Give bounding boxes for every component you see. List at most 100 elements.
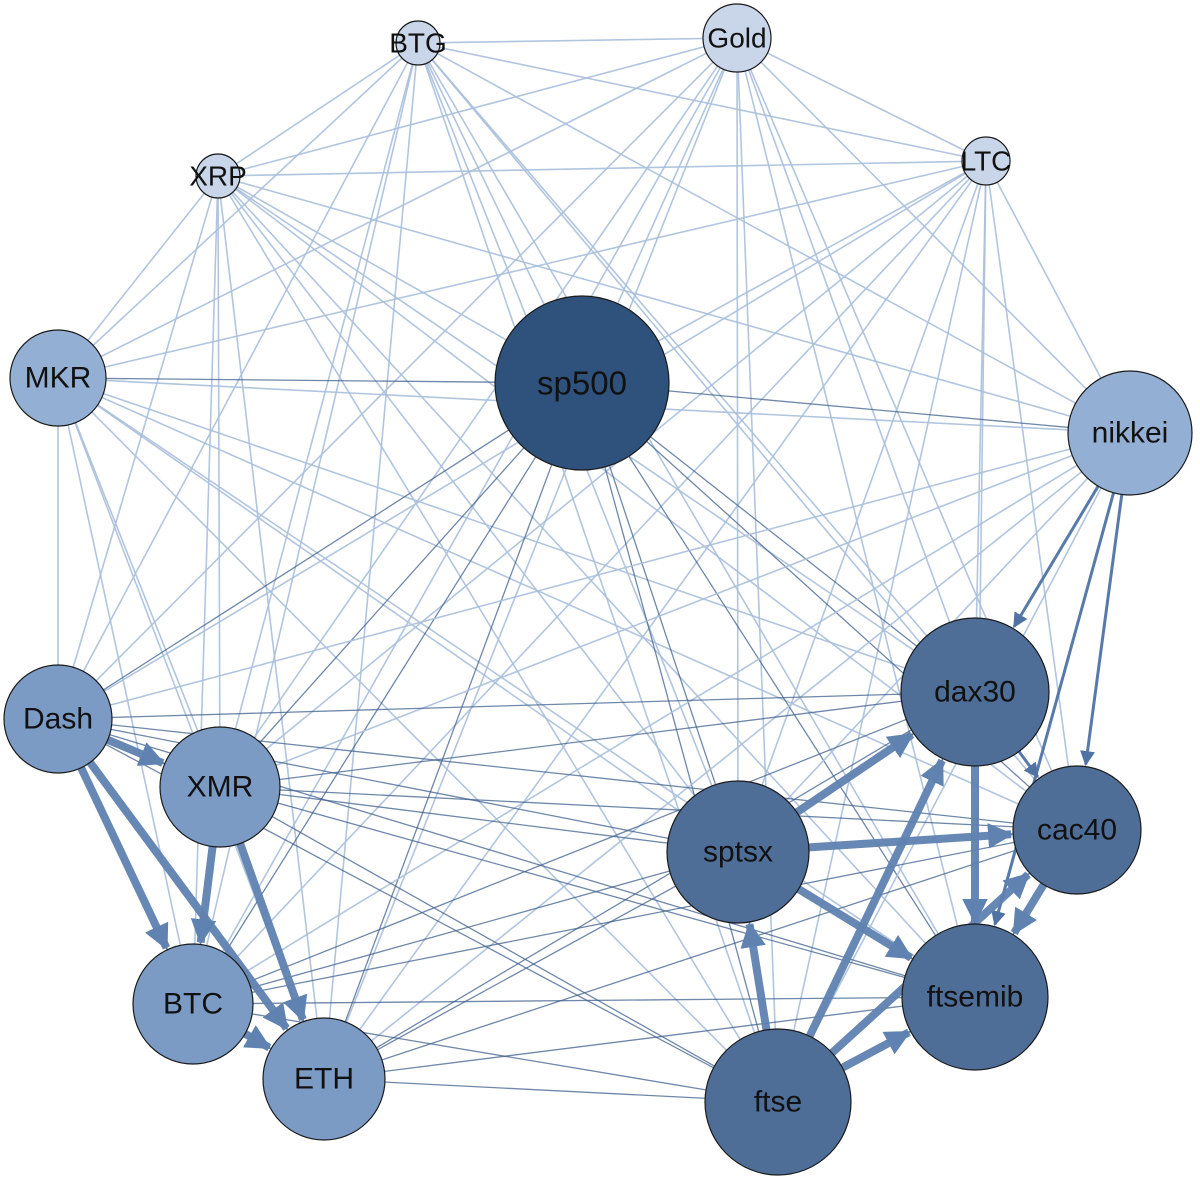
edge-nikkei-dax30: [1012, 485, 1100, 629]
node-xrp: XRP: [189, 153, 247, 199]
node-gold: Gold: [702, 3, 772, 73]
edge-BTG-dax30: [430, 57, 929, 638]
medium-edges-layer: [991, 485, 1124, 927]
node-circle: [961, 136, 1011, 186]
node-circle: [395, 20, 441, 66]
edge-XRP-ETH: [219, 195, 318, 1021]
edge-XMR-sptsx: [277, 793, 670, 845]
node-label: dax30: [934, 676, 1016, 709]
edge-XMR-ftse: [270, 814, 717, 1068]
edge-LTC-sp500: [656, 170, 968, 343]
edge-ftse-sptsx: [740, 921, 772, 1035]
edge-BTG-XRP: [234, 53, 402, 166]
edge-LTC-cac40: [988, 182, 1070, 769]
node-circle: [666, 780, 810, 924]
node-label: Dash: [23, 703, 93, 736]
node-label: LTC: [961, 146, 1012, 177]
edge-XMR-ETH: [235, 838, 308, 1023]
node-circle: [195, 153, 241, 199]
edge-cac40-ETH: [379, 848, 1019, 1062]
node-dax30: dax30: [900, 617, 1050, 767]
edge-Gold-Dash: [94, 60, 715, 683]
edge-LTC-ftse: [792, 182, 983, 1033]
node-ftse: ftse: [704, 1028, 852, 1176]
edge-nikkei-XMR: [273, 454, 1075, 767]
node-circle: [702, 3, 772, 73]
node-label: XMR: [187, 771, 254, 804]
node-btc: BTC: [132, 943, 254, 1065]
node-circle: [704, 1028, 852, 1176]
edge-Gold-nikkei: [759, 60, 1089, 392]
node-label: Gold: [707, 23, 766, 54]
edge-Gold-sp500: [616, 66, 725, 306]
edge-sp500-dax30: [648, 435, 919, 649]
edge-BTC-ftsemib: [250, 996, 905, 1005]
node-label: sp500: [537, 365, 627, 402]
node-label: ftsemib: [927, 981, 1024, 1014]
edge-Gold-XRP: [237, 45, 707, 172]
edge-Gold-BTC: [220, 65, 722, 954]
edge-XRP-cac40: [233, 187, 1029, 794]
edge-dax30-cac40: [1017, 750, 1039, 779]
edge-XMR-dax30: [277, 700, 904, 781]
edge-Gold-LTC: [765, 51, 967, 152]
edge-BTC-ETH: [239, 1025, 272, 1052]
edge-XMR-cac40: [277, 789, 1016, 828]
node-circle: [494, 295, 670, 471]
edge-Dash-cac40: [109, 723, 1016, 824]
edge-Gold-dax30: [747, 67, 952, 625]
edge-XMR-ftsemib: [275, 801, 907, 979]
edge-BTG-MKR: [91, 56, 404, 348]
edge-BTG-Gold: [437, 37, 706, 44]
edge-XRP-MKR: [85, 191, 207, 343]
node-circle: [3, 664, 113, 774]
edge-nikkei-BTC: [242, 463, 1080, 975]
edge-sp500-ftsemib: [627, 454, 938, 938]
edge-XRP-Dash: [71, 194, 214, 670]
node-circle: [900, 617, 1050, 767]
edge-nikkei-cac40: [1080, 494, 1124, 767]
node-nikkei: nikkei: [1067, 370, 1193, 496]
edge-dax30-BTC: [246, 718, 909, 984]
edge-XRP-sptsx: [229, 191, 697, 798]
edge-MKR-cac40: [99, 395, 1021, 806]
node-xmr: XMR: [159, 726, 281, 848]
node-label: ftse: [754, 1086, 802, 1119]
node-circle: [159, 726, 281, 848]
edge-BTG-Dash: [81, 60, 410, 674]
node-label: sptsx: [703, 836, 773, 869]
edge-MKR-sp500: [103, 377, 498, 383]
edge-XMR-BTC: [190, 842, 218, 946]
edge-MKR-sptsx: [95, 403, 682, 814]
edge-BTG-ftsemib: [427, 59, 940, 937]
edge-Gold-ETH: [345, 67, 726, 1025]
edge-sp500-BTC: [223, 454, 538, 956]
edge-Gold-MKR: [98, 51, 709, 359]
node-btg: BTG: [389, 20, 447, 66]
node-ltc: LTC: [961, 136, 1012, 186]
edge-sp500-sptsx: [608, 463, 717, 787]
edge-LTC-ETH: [357, 178, 974, 1032]
edge-XRP-ftsemib: [230, 190, 928, 946]
edge-sp500-nikkei: [666, 390, 1071, 429]
edge-cac40-ftsemib: [1010, 879, 1050, 936]
edge-Dash-dax30: [109, 693, 904, 719]
edge-ETH-ftse: [382, 1081, 708, 1100]
edge-BTG-sp500: [425, 60, 546, 307]
node-circle: [9, 329, 107, 427]
edge-Dash-ETH: [84, 756, 290, 1031]
node-eth: ETH: [262, 1017, 386, 1141]
edge-nikkei-ftsemib: [991, 492, 1116, 927]
edge-LTC-sptsx: [760, 181, 980, 788]
edge-BTG-ETH: [328, 62, 417, 1021]
edge-MKR-ftse: [89, 410, 729, 1053]
edge-XRP-nikkei: [237, 180, 1073, 418]
node-cac40: cac40: [1012, 765, 1142, 895]
edge-XRP-XMR: [217, 195, 221, 730]
edge-sptsx-ftsemib: [793, 883, 914, 962]
edge-ftse-dax30: [804, 758, 946, 1042]
node-ftsemib: ftsemib: [901, 923, 1049, 1071]
edge-sp500-ftse: [603, 464, 760, 1034]
